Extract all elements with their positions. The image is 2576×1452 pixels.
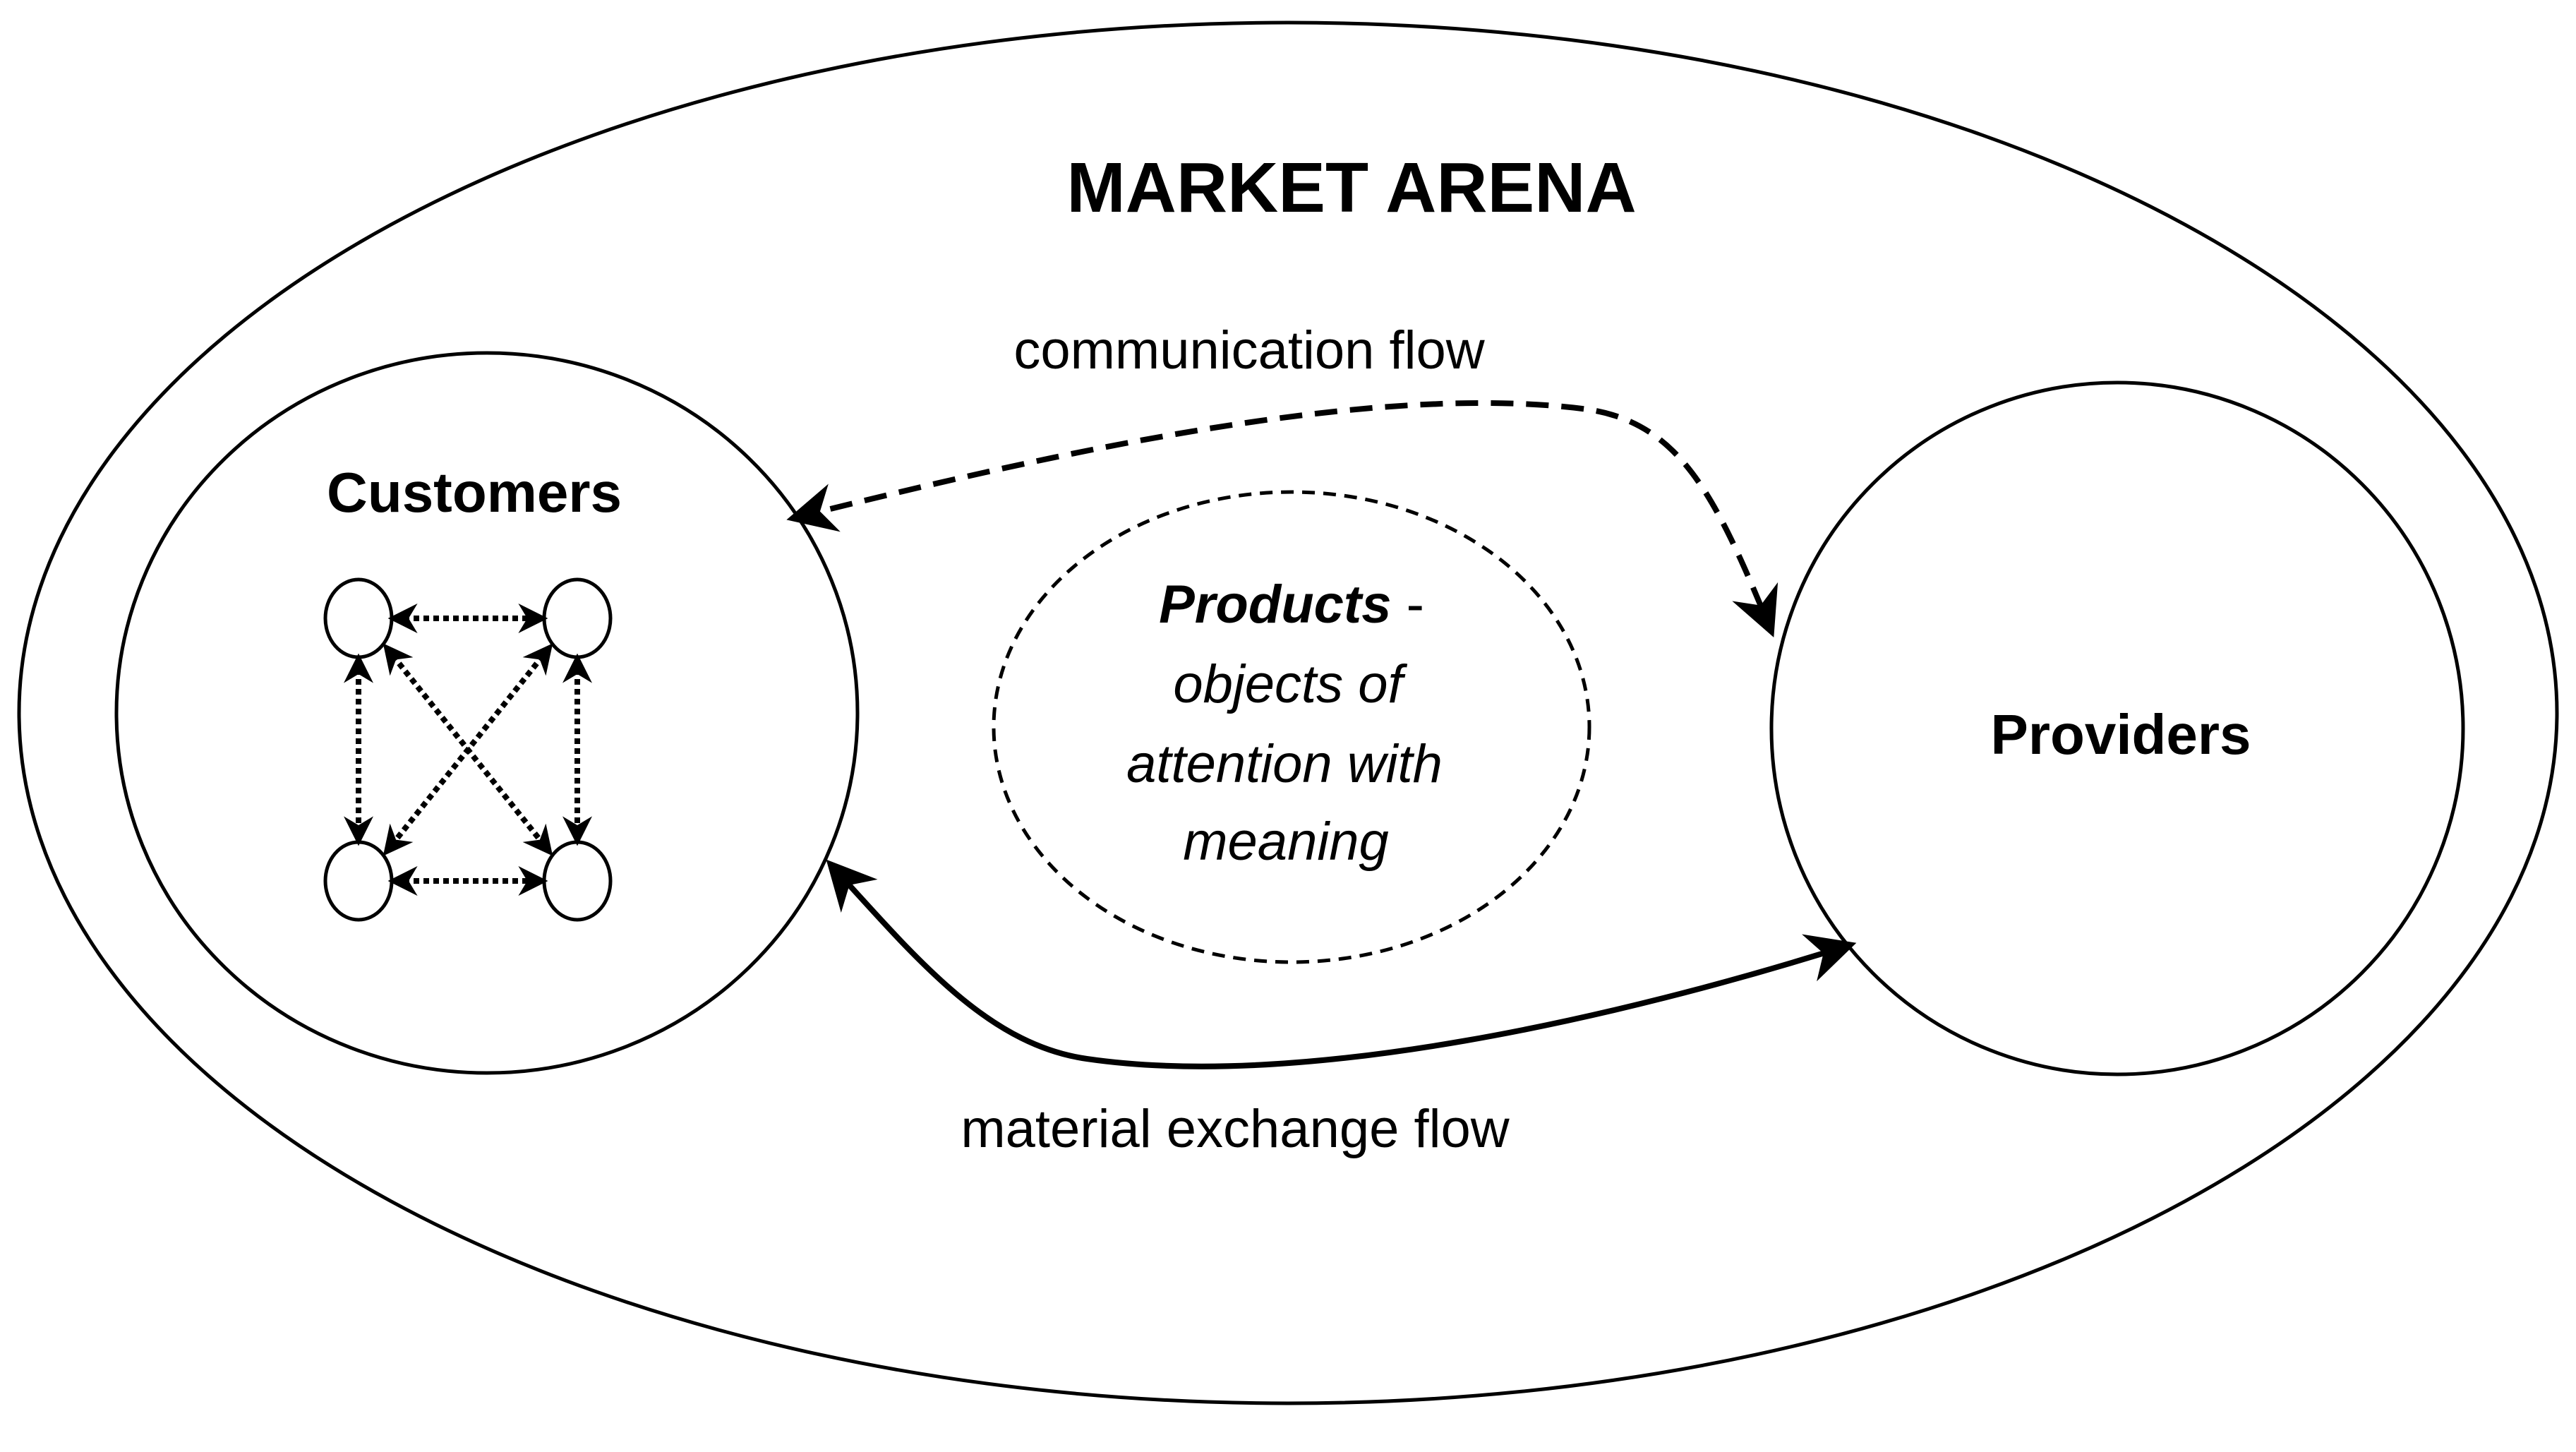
products-ellipse [992, 490, 1591, 964]
customer-node [323, 577, 394, 659]
customer-node [542, 840, 613, 922]
products-dash: - [1391, 575, 1424, 635]
communication-flow-label: communication flow [1013, 320, 1485, 380]
material-exchange-flow-arrow [826, 859, 1857, 1069]
customer-node [542, 577, 613, 659]
products-description-3: meaning [1183, 812, 1389, 872]
customer-link [383, 643, 553, 856]
customers-label: Customers [327, 461, 622, 524]
material-exchange-flow-label: material exchange flow [961, 1099, 1510, 1159]
providers-label: Providers [1990, 703, 2251, 766]
providers-circle [1769, 380, 2465, 1076]
market-arena-ellipse [17, 20, 2559, 1405]
customers-circle [114, 351, 860, 1075]
products-description-2: attention with [1126, 734, 1443, 794]
products-title: Products [1159, 575, 1391, 635]
communication-flow-arrow [786, 400, 1778, 637]
market-arena-title: MARKET ARENA [1066, 148, 1636, 227]
customer-network [323, 577, 613, 922]
products-title-line: Products - [1159, 575, 1424, 635]
products-description-1: objects of [1173, 654, 1407, 714]
customer-node [323, 840, 394, 922]
